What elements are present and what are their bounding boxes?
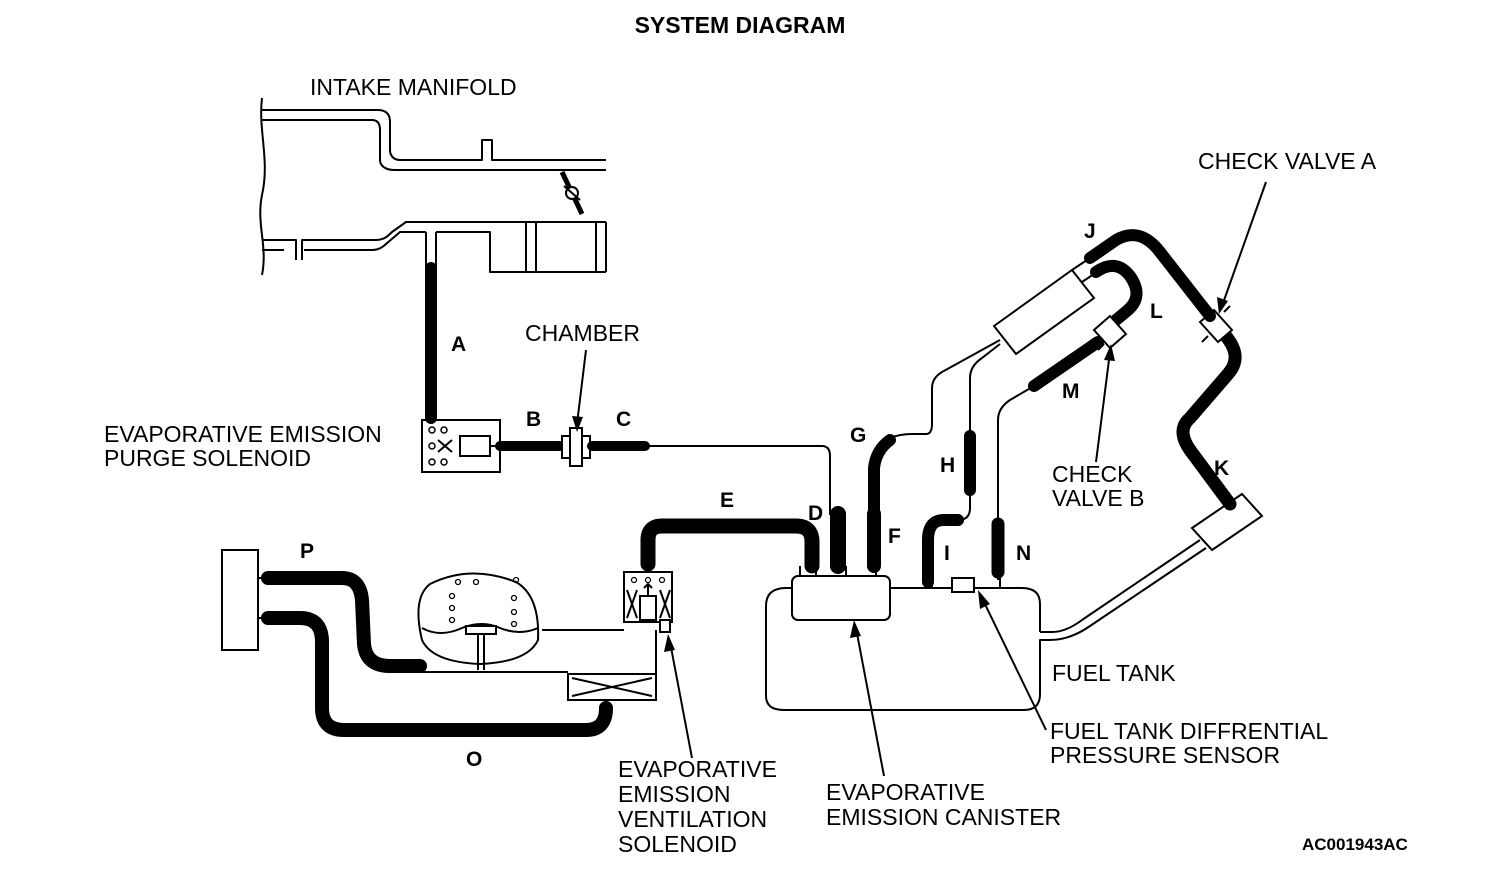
hose-label-n: N — [1016, 542, 1031, 565]
chamber — [561, 427, 591, 467]
label-check-valve-b-line1: CHECK — [1052, 461, 1133, 487]
hose-g — [868, 434, 896, 520]
hose-i — [922, 514, 964, 588]
label-pressure-sensor-line2: PRESSURE SENSOR — [1050, 742, 1280, 768]
vapor-box — [567, 630, 657, 708]
line-to-j — [889, 339, 1001, 439]
hose-j — [1084, 229, 1216, 322]
left-block — [221, 549, 259, 651]
label-intake-manifold: INTAKE MANIFOLD — [310, 74, 517, 100]
evaporative-emission-canister — [791, 566, 891, 621]
hose-label-l: L — [1150, 300, 1163, 323]
label-pressure-sensor-line1: FUEL TANK DIFFRENTIAL — [1050, 718, 1328, 744]
hose-label-d: D — [808, 502, 823, 525]
hose-label-g: G — [850, 424, 866, 447]
intake-manifold — [259, 97, 607, 276]
label-fuel-tank: FUEL TANK — [1052, 660, 1176, 686]
hose-label-h: H — [940, 454, 955, 477]
hose-label-j: J — [1084, 220, 1096, 243]
label-canister-line1: EVAPORATIVE — [826, 779, 985, 805]
hose-l — [1090, 260, 1143, 326]
evaporative-emission-ventilation-solenoid — [623, 571, 673, 633]
line-to-n — [997, 385, 1035, 524]
hose-label-o: O — [466, 748, 482, 771]
hose-label-k: K — [1214, 457, 1229, 480]
label-canister-line2: EMISSION CANISTER — [826, 804, 1061, 830]
hose-label-a: A — [451, 333, 466, 356]
label-vent-solenoid-line1: EVAPORATIVE — [618, 756, 777, 782]
diagram-title: SYSTEM DIAGRAM — [635, 12, 846, 38]
hose-label-c: C — [616, 408, 631, 431]
purge-solenoid — [421, 419, 501, 473]
hose-label-p: P — [300, 540, 314, 563]
hose-e — [640, 518, 820, 574]
figure-code: AC001943AC — [1302, 835, 1408, 854]
hose-label-m: M — [1062, 380, 1080, 403]
hose-label-b: B — [526, 408, 541, 431]
hose-p — [261, 571, 427, 673]
air-filter — [417, 572, 568, 673]
label-purge-solenoid-line2: PURGE SOLENOID — [104, 445, 311, 471]
label-vent-solenoid-line4: SOLENOID — [618, 831, 737, 857]
label-check-valve-b-line2: VALVE B — [1052, 485, 1144, 511]
hose-k — [1176, 327, 1242, 511]
leader-lines — [572, 181, 1267, 777]
label-check-valve-a: CHECK VALVE A — [1198, 148, 1377, 174]
hose-o — [261, 611, 613, 737]
line-to-d — [645, 445, 831, 515]
label-purge-solenoid-line1: EVAPORATIVE EMISSION — [104, 421, 382, 447]
hose-label-e: E — [720, 489, 734, 512]
label-chamber: CHAMBER — [525, 320, 640, 346]
label-vent-solenoid-line3: VENTILATION — [618, 806, 767, 832]
hose-label-i: I — [944, 542, 950, 565]
line-to-h — [969, 343, 1001, 436]
label-vent-solenoid-line2: EMISSION — [618, 781, 730, 807]
hose-m — [1028, 336, 1104, 392]
hose-label-f: F — [888, 525, 901, 548]
two-way-valve — [992, 257, 1101, 356]
